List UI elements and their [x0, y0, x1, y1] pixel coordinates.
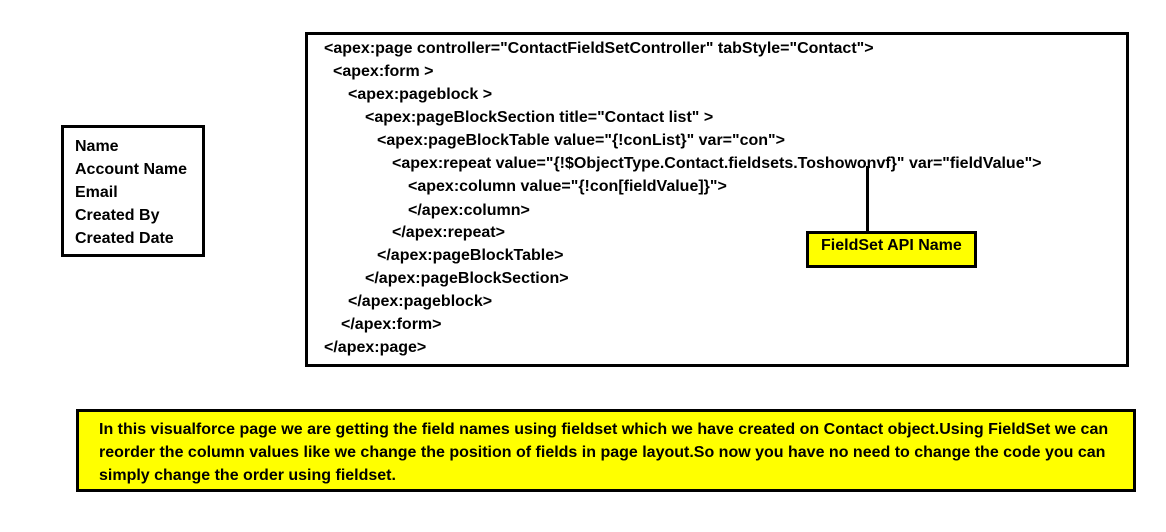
code-line: </apex:pageBlockTable> — [377, 247, 564, 264]
code-line: <apex:repeat value="{!$ObjectType.Contac… — [392, 155, 1042, 172]
code-line: </apex:form> — [341, 316, 442, 333]
code-line: </apex:repeat> — [392, 224, 505, 241]
fieldset-fields-box: Name Account Name Email Created By Creat… — [61, 125, 205, 257]
code-line: <apex:column value="{!con[fieldValue]}"> — [408, 178, 727, 195]
visualforce-code-box: <apex:page controller="ContactFieldSetCo… — [305, 32, 1129, 367]
fieldset-api-name-callout: FieldSet API Name — [806, 231, 977, 268]
code-line: <apex:pageBlockSection title="Contact li… — [365, 109, 714, 126]
code-line: </apex:column> — [408, 202, 530, 219]
code-line: </apex:pageBlockSection> — [365, 270, 569, 287]
fieldset-field-item: Created By — [75, 207, 160, 224]
fieldset-field-item: Email — [75, 184, 118, 201]
code-line: <apex:pageblock > — [348, 86, 493, 103]
explanation-note-box: In this visualforce page we are getting … — [76, 409, 1136, 492]
code-line: <apex:form > — [333, 63, 434, 80]
callout-pointer-line — [866, 166, 869, 233]
code-line: </apex:page> — [324, 339, 427, 356]
code-line: <apex:pageBlockTable value="{!conList}" … — [377, 132, 785, 149]
fieldset-field-list: Name Account Name Email Created By Creat… — [64, 128, 202, 250]
explanation-note-text: In this visualforce page we are getting … — [99, 421, 1109, 484]
fieldset-field-item: Account Name — [75, 161, 188, 178]
fieldset-field-item: Created Date — [75, 230, 174, 247]
fieldset-field-item: Name — [75, 138, 119, 155]
callout-label: FieldSet API Name — [821, 237, 962, 254]
code-line: </apex:pageblock> — [348, 293, 493, 310]
code-line: <apex:page controller="ContactFieldSetCo… — [324, 40, 874, 57]
